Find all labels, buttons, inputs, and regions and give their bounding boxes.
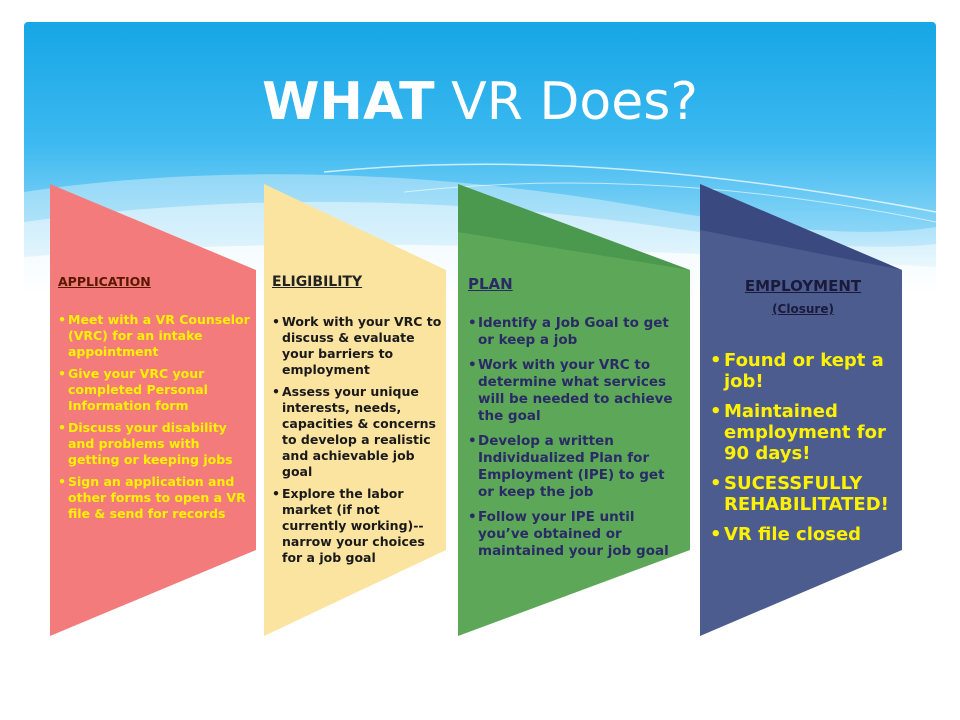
eligibility-list: Work with your VRC to discuss & evaluate… [272, 314, 442, 566]
page-title: WHAT VR Does? [0, 72, 960, 132]
column-employment: EMPLOYMENT (Closure) Found or kept a job… [700, 184, 902, 636]
list-item: Discuss your disability and problems wit… [58, 420, 250, 468]
application-content: APPLICATION Meet with a VR Counselor (VR… [58, 274, 250, 528]
title-rest: VR Does? [434, 72, 698, 132]
list-item: Found or kept a job! [710, 350, 896, 392]
plan-list: Identify a Job Goal to get or keep a job… [468, 315, 682, 560]
list-item: Assess your unique interests, needs, cap… [272, 384, 442, 480]
list-item: VR file closed [710, 524, 896, 545]
list-item: Maintained employment for 90 days! [710, 401, 896, 464]
list-item: Sign an application and other forms to o… [58, 474, 250, 522]
plan-content: PLAN Identify a Job Goal to get or keep … [468, 276, 682, 568]
application-heading: APPLICATION [58, 274, 151, 289]
column-eligibility: ELIGIBILITY Work with your VRC to discus… [264, 184, 446, 636]
list-item: Identify a Job Goal to get or keep a job [468, 315, 682, 349]
list-item: Give your VRC your completed Personal In… [58, 366, 250, 414]
column-application: APPLICATION Meet with a VR Counselor (VR… [50, 184, 256, 636]
list-item: Meet with a VR Counselor (VRC) for an in… [58, 312, 250, 360]
list-item: SUCESSFULLY REHABILITATED! [710, 473, 896, 515]
employment-list: Found or kept a job! Maintained employme… [710, 350, 896, 545]
employment-subheading: (Closure) [772, 302, 834, 316]
employment-heading: EMPLOYMENT [744, 277, 862, 295]
list-item: Follow your IPE until you’ve obtained or… [468, 509, 682, 560]
list-item: Explore the labor market (if not current… [272, 486, 442, 566]
eligibility-heading: ELIGIBILITY [272, 274, 363, 290]
title-bold: WHAT [262, 72, 435, 132]
application-list: Meet with a VR Counselor (VRC) for an in… [58, 312, 250, 522]
list-item: Develop a written Individualized Plan fo… [468, 433, 682, 501]
eligibility-content: ELIGIBILITY Work with your VRC to discus… [272, 274, 442, 572]
list-item: Work with your VRC to determine what ser… [468, 357, 682, 425]
employment-content: EMPLOYMENT (Closure) Found or kept a job… [710, 276, 896, 554]
list-item: Work with your VRC to discuss & evaluate… [272, 314, 442, 378]
column-plan: PLAN Identify a Job Goal to get or keep … [458, 184, 690, 636]
plan-heading: PLAN [468, 275, 513, 293]
